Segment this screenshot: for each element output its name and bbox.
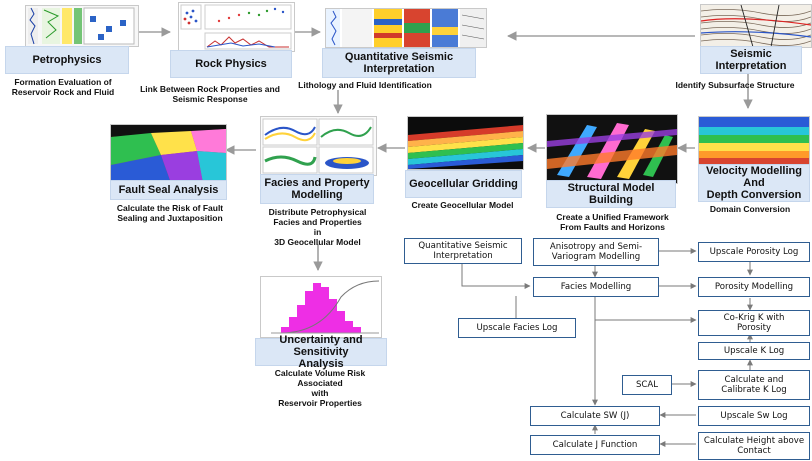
upscale-k-box: Upscale K Log bbox=[698, 342, 810, 360]
velocity-model-image bbox=[698, 116, 810, 166]
rock-physics-title: Rock Physics bbox=[170, 50, 292, 78]
uncertainty-histogram-image bbox=[260, 276, 382, 338]
facies-modelling-box: Facies Modelling bbox=[533, 277, 659, 297]
anisotropy-box: Anisotropy and Semi-Variogram Modelling bbox=[533, 238, 659, 266]
qsi-description: Lithology and Fluid Identification bbox=[298, 80, 432, 90]
petrophysics-log-image bbox=[25, 5, 139, 47]
upscale-sw-box: Upscale Sw Log bbox=[698, 406, 810, 426]
fault-seal-title: Fault Seal Analysis bbox=[110, 180, 227, 200]
geocellular-title: Geocellular Gridding bbox=[405, 170, 522, 198]
petrophysics-title: Petrophysics bbox=[5, 46, 129, 74]
calculate-j-box: Calculate J Function bbox=[530, 435, 660, 455]
geocellular-grid-image bbox=[407, 116, 524, 170]
seismic-section-image bbox=[700, 4, 812, 48]
upscale-facies-box: Upscale Facies Log bbox=[458, 318, 576, 338]
velocity-description: Domain Conversion bbox=[709, 204, 791, 214]
structural-title: Structural Model Building bbox=[546, 180, 676, 208]
porosity-modelling-box: Porosity Modelling bbox=[698, 277, 810, 297]
structural-model-image bbox=[546, 114, 678, 184]
calculate-sw-box: Calculate SW (J) bbox=[530, 406, 660, 426]
facies-modelling-image bbox=[260, 116, 377, 176]
rock-physics-crossplot-image bbox=[178, 2, 295, 52]
fault-seal-image bbox=[110, 124, 227, 184]
seismic-description: Identify Subsurface Structure bbox=[675, 80, 795, 90]
upscale-porosity-box: Upscale Porosity Log bbox=[698, 242, 810, 262]
scal-box: SCAL bbox=[622, 375, 672, 395]
qsi-section-image bbox=[325, 8, 487, 48]
geocellular-description: Create Geocellular Model bbox=[411, 200, 514, 210]
